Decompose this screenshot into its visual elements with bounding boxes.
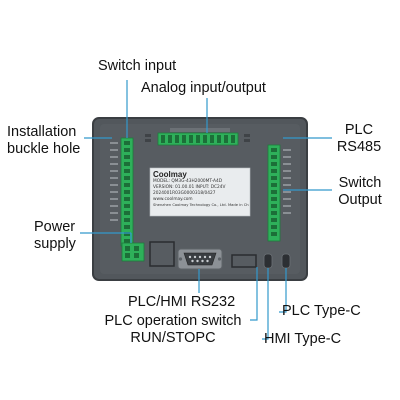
switch-output-pin-labels — [283, 149, 291, 214]
label-operation-switch-line-1: PLC operation switch — [104, 313, 242, 329]
label-plc-operation-switch: PLC operation switch RUN/STOPC — [98, 313, 248, 347]
power-terminal — [121, 242, 145, 262]
plc-type-c-port — [281, 253, 291, 269]
product-sticker — [149, 167, 251, 217]
callout-lines — [80, 80, 332, 340]
switch-input-pin-labels — [110, 142, 118, 221]
sticker-model: MODEL: QM3G-43H2000MT-A4D — [153, 179, 223, 184]
switch-output-terminal — [267, 144, 281, 242]
analog-terminal-block — [157, 132, 239, 146]
label-switch-output: Switch Output — [332, 175, 388, 209]
callout-run-stop — [250, 267, 258, 321]
label-power-supply: Power supply — [34, 219, 76, 253]
label-plc-type-c: PLC Type-C — [282, 303, 361, 319]
vent-slots — [145, 134, 250, 142]
label-switch-input: Switch input — [98, 58, 177, 74]
sticker-text: Coolmay MODEL: QM3G-43H2000MT-A4D VERSIO… — [153, 170, 249, 216]
label-hmi-type-c: HMI Type-C — [264, 331, 342, 347]
top-label-strip — [170, 128, 230, 132]
label-power-line-1: Power — [34, 219, 76, 235]
label-operation-switch-line-2: RUN/STOPC — [130, 330, 216, 346]
label-analog-io: Analog input/output — [141, 80, 266, 96]
sticker-serial: 2024001R03G0000318/0427 — [153, 191, 216, 196]
switch-input-terminal — [120, 137, 134, 247]
label-rs485-line-1: PLC — [344, 122, 374, 138]
label-rs485-line-2: RS485 — [336, 139, 382, 155]
label-switch-output-line-1: Switch — [338, 175, 382, 191]
socket-outline — [149, 241, 175, 267]
callout-plc-typec — [279, 268, 287, 313]
label-switch-output-line-2: Output — [338, 192, 382, 208]
label-plc-hmi-rs232: PLC/HMI RS232 — [128, 294, 236, 310]
callout-hmi-typec — [262, 268, 269, 340]
label-power-line-2: supply — [34, 236, 76, 252]
sticker-brand: Coolmay — [153, 170, 187, 179]
label-installation-line-2: buckle hole — [7, 141, 81, 157]
rs232-db9-connector — [177, 248, 223, 270]
sticker-website: www.coolmay.com — [153, 197, 193, 202]
hmi-type-c-port — [263, 253, 273, 269]
label-installation-buckle-hole: Installation buckle hole — [7, 124, 80, 158]
label-plc-rs485: PLC RS485 — [334, 122, 384, 156]
sticker-version: VERSION: 01.00.01 INPUT: DC24V — [153, 185, 226, 190]
label-installation-line-1: Installation — [7, 124, 77, 140]
run-stop-switch — [231, 254, 257, 268]
sticker-maker: Shenzhen Coolmay Technology Co., Ltd. Ma… — [153, 203, 249, 207]
